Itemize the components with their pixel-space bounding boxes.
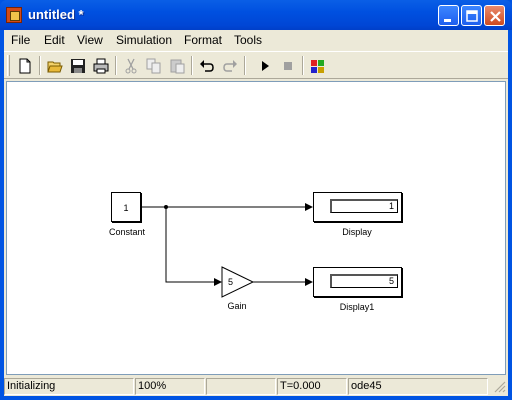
arrowhead	[214, 278, 222, 286]
menu-bar: File Edit View Simulation Format Tools	[4, 30, 508, 50]
menu-file[interactable]: File	[11, 33, 31, 47]
redo-button[interactable]	[219, 55, 241, 77]
undo-icon	[200, 60, 214, 72]
gain-label[interactable]: Gain	[227, 301, 247, 311]
menu-edit[interactable]: Edit	[44, 33, 65, 47]
model-canvas[interactable]: 1 Constant 5 Gain 1 Display 5 Display1	[6, 81, 506, 375]
paste-icon	[170, 59, 185, 74]
toolbar-separator	[39, 56, 41, 75]
model-icon[interactable]	[6, 7, 22, 23]
open-button[interactable]	[44, 55, 66, 77]
stop-simulation-icon	[284, 62, 292, 70]
minimize-button[interactable]	[438, 5, 459, 26]
start-simulation-icon	[262, 61, 269, 71]
close-icon	[490, 11, 501, 22]
toolbar-separator	[191, 56, 193, 75]
close-button[interactable]	[484, 5, 505, 26]
toolbar-separator	[115, 56, 117, 75]
toolbar	[4, 51, 508, 79]
window-title: untitled *	[28, 7, 84, 22]
arrowhead	[305, 278, 313, 286]
cut-icon	[125, 58, 137, 74]
start-simulation-button[interactable]	[254, 55, 276, 77]
display1-readout: 5	[330, 274, 398, 288]
constant-value: 1	[123, 203, 129, 213]
display-block[interactable]: 1	[313, 192, 402, 222]
constant-block[interactable]: 1	[111, 192, 141, 222]
save-button[interactable]	[67, 55, 89, 77]
open-icon	[47, 61, 63, 73]
client-area: File Edit View Simulation Format Tools	[4, 30, 508, 396]
resize-grip-icon[interactable]	[494, 381, 506, 393]
constant-label[interactable]: Constant	[108, 227, 146, 237]
gain-block[interactable]	[221, 266, 255, 298]
status-bar: Initializing 100% T=0.000 ode45	[4, 377, 508, 396]
toolbar-grip[interactable]	[7, 55, 10, 76]
solver-name: ode45	[348, 378, 488, 395]
zoom-level: 100%	[135, 378, 205, 395]
maximize-button[interactable]	[461, 5, 482, 26]
status-message: Initializing	[4, 378, 134, 395]
menu-view[interactable]: View	[77, 33, 103, 47]
save-icon	[71, 59, 85, 73]
library-browser-icon	[311, 60, 324, 73]
maximize-icon	[466, 10, 478, 22]
menu-simulation[interactable]: Simulation	[116, 33, 173, 47]
display-readout: 1	[330, 199, 398, 213]
print-icon	[93, 58, 109, 74]
cut-button[interactable]	[120, 55, 142, 77]
print-button[interactable]	[90, 55, 112, 77]
status-progress	[206, 378, 276, 395]
display1-label[interactable]: Display1	[339, 302, 375, 312]
copy-icon	[146, 58, 161, 74]
menu-format[interactable]: Format	[184, 33, 223, 47]
library-browser-button[interactable]	[307, 55, 329, 77]
undo-button[interactable]	[196, 55, 218, 77]
toolbar-separator	[302, 56, 304, 75]
new-icon	[19, 58, 31, 74]
menu-tools[interactable]: Tools	[234, 33, 263, 47]
signal-lines	[140, 203, 313, 298]
toolbar-separator	[244, 56, 246, 75]
display1-block[interactable]: 5	[313, 267, 402, 297]
stop-simulation-button[interactable]	[277, 55, 299, 77]
paste-button[interactable]	[166, 55, 188, 77]
title-bar[interactable]: untitled *	[0, 0, 512, 30]
minimize-icon	[444, 19, 451, 22]
display-label[interactable]: Display	[342, 227, 372, 237]
arrowhead	[305, 203, 313, 211]
gain-value: 5	[228, 277, 234, 287]
redo-icon	[223, 60, 237, 72]
new-model-button[interactable]	[14, 55, 36, 77]
signal-line-constant-gain[interactable]	[165, 207, 214, 283]
simulation-time: T=0.000	[277, 378, 347, 395]
copy-button[interactable]	[143, 55, 165, 77]
